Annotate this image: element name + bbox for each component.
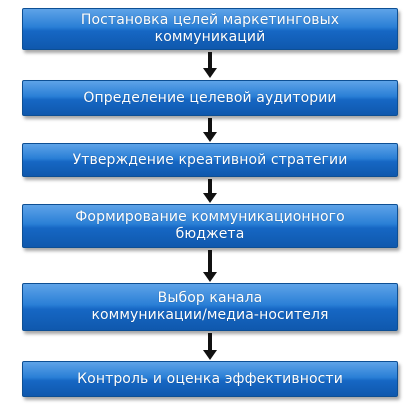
down-arrow-icon [203, 333, 217, 360]
down-arrow-icon [203, 52, 217, 78]
step-goal-setting: Постановка целей маркетинговых коммуника… [22, 8, 398, 50]
step-communication-budget: Формирование коммуникационного бюджета [22, 204, 398, 248]
down-arrow-icon [203, 179, 217, 203]
down-arrow-icon [203, 250, 217, 282]
step-channel-selection: Выбор канала коммуникации/медиа-носителя [22, 283, 398, 331]
step-target-audience: Определение целевой аудитории [22, 80, 398, 116]
step-control-evaluation: Контроль и оценка эффективности [22, 361, 398, 397]
step-creative-strategy: Утверждение креативной стратегии [22, 143, 398, 177]
down-arrow-icon [203, 118, 217, 142]
